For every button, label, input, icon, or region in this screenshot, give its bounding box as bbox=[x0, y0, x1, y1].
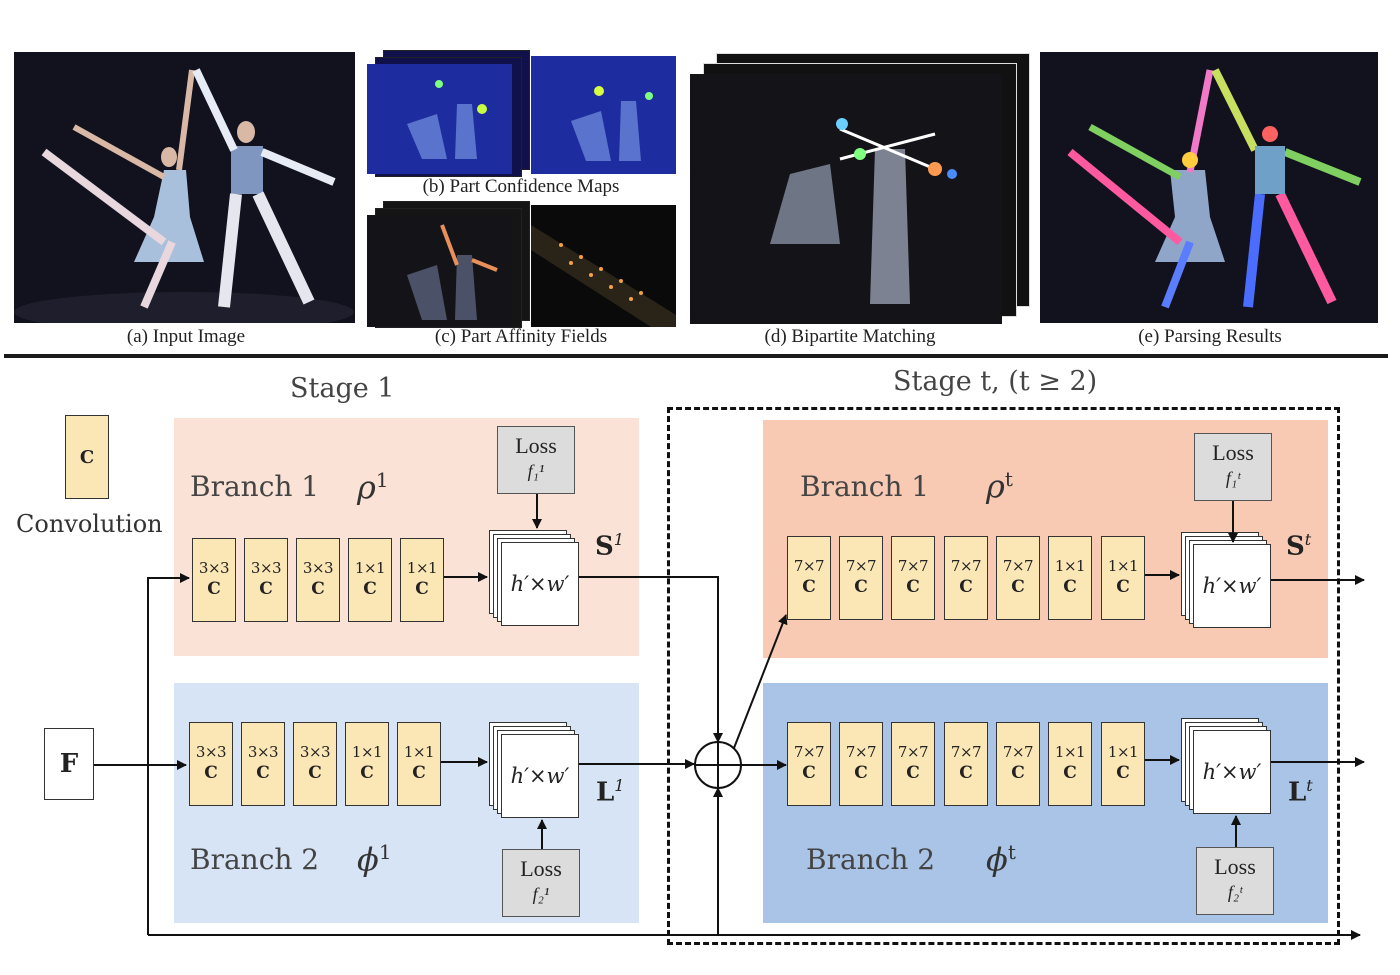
output-label-s1: S1 bbox=[595, 530, 624, 562]
caption-input-image: (a) Input Image bbox=[126, 326, 246, 347]
caption-affinity-fields: (c) Part Affinity Fields bbox=[434, 326, 608, 347]
staget-branch2-label: Branch 2 bbox=[806, 843, 936, 876]
feature-map-lt: h′×w′ bbox=[1193, 730, 1271, 814]
confidence-map-2 bbox=[531, 56, 676, 174]
staget-title: Stage t, (t ≥ 2) bbox=[893, 366, 1098, 397]
feature-map-s1: h′×w′ bbox=[501, 542, 579, 626]
feature-input-box: F bbox=[44, 728, 94, 800]
stage1-branch2-label: Branch 2 bbox=[190, 843, 320, 876]
staget-branch2-symbol: ϕt bbox=[986, 840, 1016, 879]
confidence-map-1 bbox=[367, 64, 512, 174]
feature-map-l1: h′×w′ bbox=[501, 734, 579, 818]
stage1-branch1-label: Branch 1 bbox=[190, 470, 320, 503]
stage1-title: Stage 1 bbox=[290, 373, 395, 404]
convolution-legend-box: C bbox=[65, 415, 109, 499]
stage1-branch1-symbol: ρ1 bbox=[357, 468, 389, 507]
section-divider bbox=[4, 354, 1388, 358]
convolution-legend-label: Convolution bbox=[16, 510, 163, 538]
feature-map-st: h′×w′ bbox=[1193, 544, 1271, 628]
caption-parsing-results: (e) Parsing Results bbox=[1138, 326, 1282, 347]
affinity-field-1 bbox=[367, 215, 512, 327]
bipartite-matching-image bbox=[690, 74, 1002, 324]
caption-bipartite-matching: (d) Bipartite Matching bbox=[764, 326, 936, 347]
staget-branch1-symbol: ρt bbox=[986, 467, 1013, 506]
staget-branch1-label: Branch 1 bbox=[800, 470, 930, 503]
output-label-st: St bbox=[1286, 530, 1312, 562]
caption-confidence-maps: (b) Part Confidence Maps bbox=[422, 176, 620, 197]
output-label-l1: L1 bbox=[596, 776, 625, 808]
input-image bbox=[14, 52, 355, 323]
stage1-branch2-symbol: ϕ1 bbox=[357, 840, 392, 879]
output-label-lt: Lt bbox=[1288, 776, 1313, 808]
affinity-field-2 bbox=[531, 205, 676, 327]
parsing-results-image bbox=[1040, 52, 1378, 323]
